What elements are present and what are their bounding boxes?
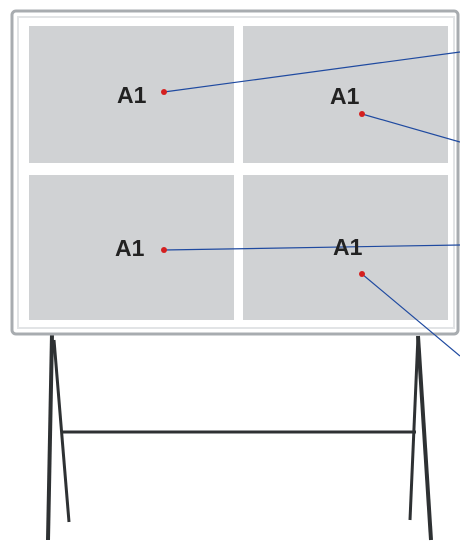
stand-leg-back-right [416,335,433,541]
leader-line-2 [361,113,460,143]
panel-top-left [29,26,234,163]
stand-leg-front-right [408,335,420,521]
panel-label-top-left: A1 [117,82,147,108]
marker-dot-3 [161,247,167,253]
marker-dot-4 [359,271,365,277]
panel-label-top-right: A1 [330,83,360,109]
panel-top-right [243,26,448,163]
leader-line-3 [163,244,460,251]
board-inner-border [17,16,455,329]
panel-label-bottom-right: A1 [333,234,363,260]
stand [46,333,433,541]
panel-label-bottom-left: A1 [115,235,145,261]
marker-dot-2 [359,111,365,117]
stand-leg-front-left [46,333,54,541]
panel-bottom-left [29,175,234,320]
leader-line-4 [361,273,460,357]
leader-line-1 [163,51,460,93]
marker-dot-1 [161,89,167,95]
